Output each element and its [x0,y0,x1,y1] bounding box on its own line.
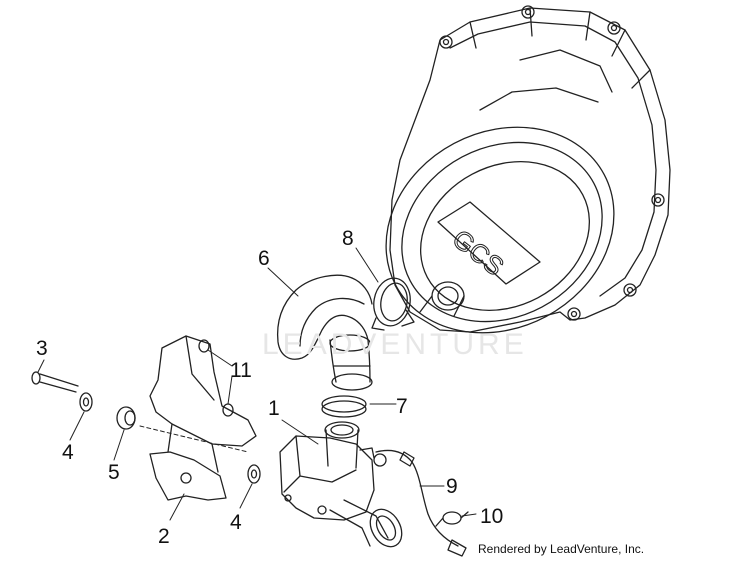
callout-2: 2 [158,525,170,548]
callout-6: 6 [258,247,270,270]
hose-clamp-8 [371,277,415,331]
callout-11: 11 [230,359,252,382]
callout-3: 3 [36,337,48,360]
callout-8: 8 [342,227,354,250]
callout-10: 10 [480,505,504,528]
rubber-grommet [116,406,136,430]
callout-9: 9 [446,475,458,498]
water-pump [279,421,403,548]
callout-5: 5 [108,461,120,484]
leader-lines [37,247,477,521]
svg-text:GCS: GCS [447,223,510,281]
mounting-bracket [149,335,257,501]
callout-4-right: 4 [230,511,242,534]
callout-4-left: 4 [62,441,74,464]
washer-right [247,464,261,484]
engine-side-cover: GCS [385,5,671,334]
bolt [31,371,79,393]
callout-7-label: 7 [396,395,408,418]
hose-clamp-7 [321,395,367,418]
render-credit: Rendered by LeadVenture, Inc. [478,542,645,556]
cable-clip [435,511,469,527]
callout-1: 1 [268,397,280,420]
washer-left [79,392,93,412]
watermark: LEADVENTURE [262,328,528,361]
coolant-hose [276,274,373,391]
